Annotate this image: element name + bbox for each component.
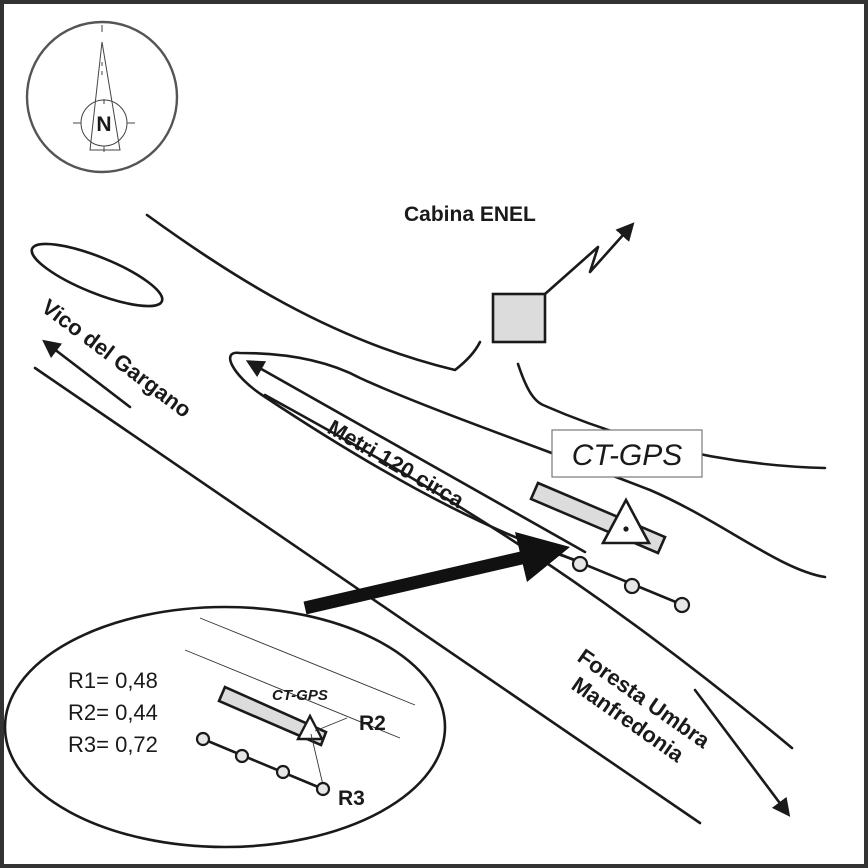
arrow-to-manfredonia [693, 688, 791, 817]
resistance-r2: R2= 0,44 [68, 700, 158, 725]
road-east-edge-upper [516, 362, 827, 470]
inset-marker-r2: R2 [359, 712, 386, 735]
road-north-edge [145, 213, 482, 372]
island-west [30, 242, 164, 308]
inset-electrode-node [275, 764, 291, 780]
inset-electrode-node [234, 748, 250, 764]
inset-electrode-node [195, 731, 211, 747]
inset-ct-gps-label: CT-GPS [272, 687, 328, 704]
inset-detail: CT-GPS R2 R3 R1= 0,48 R2= 0,44 R3= 0,72 [3, 605, 447, 849]
electrode-node [673, 596, 691, 614]
gps-station-dot [623, 526, 629, 532]
inset-pointer-arrow [303, 549, 532, 615]
resistance-r3: R3= 0,72 [68, 732, 158, 757]
resistance-r1: R1= 0,48 [68, 668, 158, 693]
inset-ct-gps-building [217, 685, 328, 747]
enel-cabin [491, 292, 547, 344]
electrode-line [538, 544, 685, 607]
compass-icon: N [25, 20, 179, 174]
arrow-to-vico [42, 339, 132, 409]
inset-electrode-line [201, 737, 325, 791]
inset-gps-station-icon [296, 713, 324, 741]
power-line-icon [543, 222, 635, 296]
inset-road-edge [199, 617, 416, 706]
inset-road-edge [184, 649, 401, 739]
ct-gps-label: CT-GPS [572, 439, 683, 472]
arrow-distance [245, 360, 587, 554]
lane-island [228, 351, 827, 579]
inset-electrode-node [315, 781, 331, 797]
gps-station-icon [600, 497, 652, 545]
inset-pointer-arrowhead [515, 532, 570, 582]
enel-cabin-label: Cabina ENEL [404, 203, 536, 226]
compass-north-label: N [96, 113, 111, 136]
inset-marker-r3: R3 [338, 787, 365, 810]
electrode-node [623, 577, 641, 595]
road-south-edge-inner [263, 393, 794, 750]
electrode-node [571, 555, 589, 573]
ct-gps-label-box [551, 429, 703, 478]
